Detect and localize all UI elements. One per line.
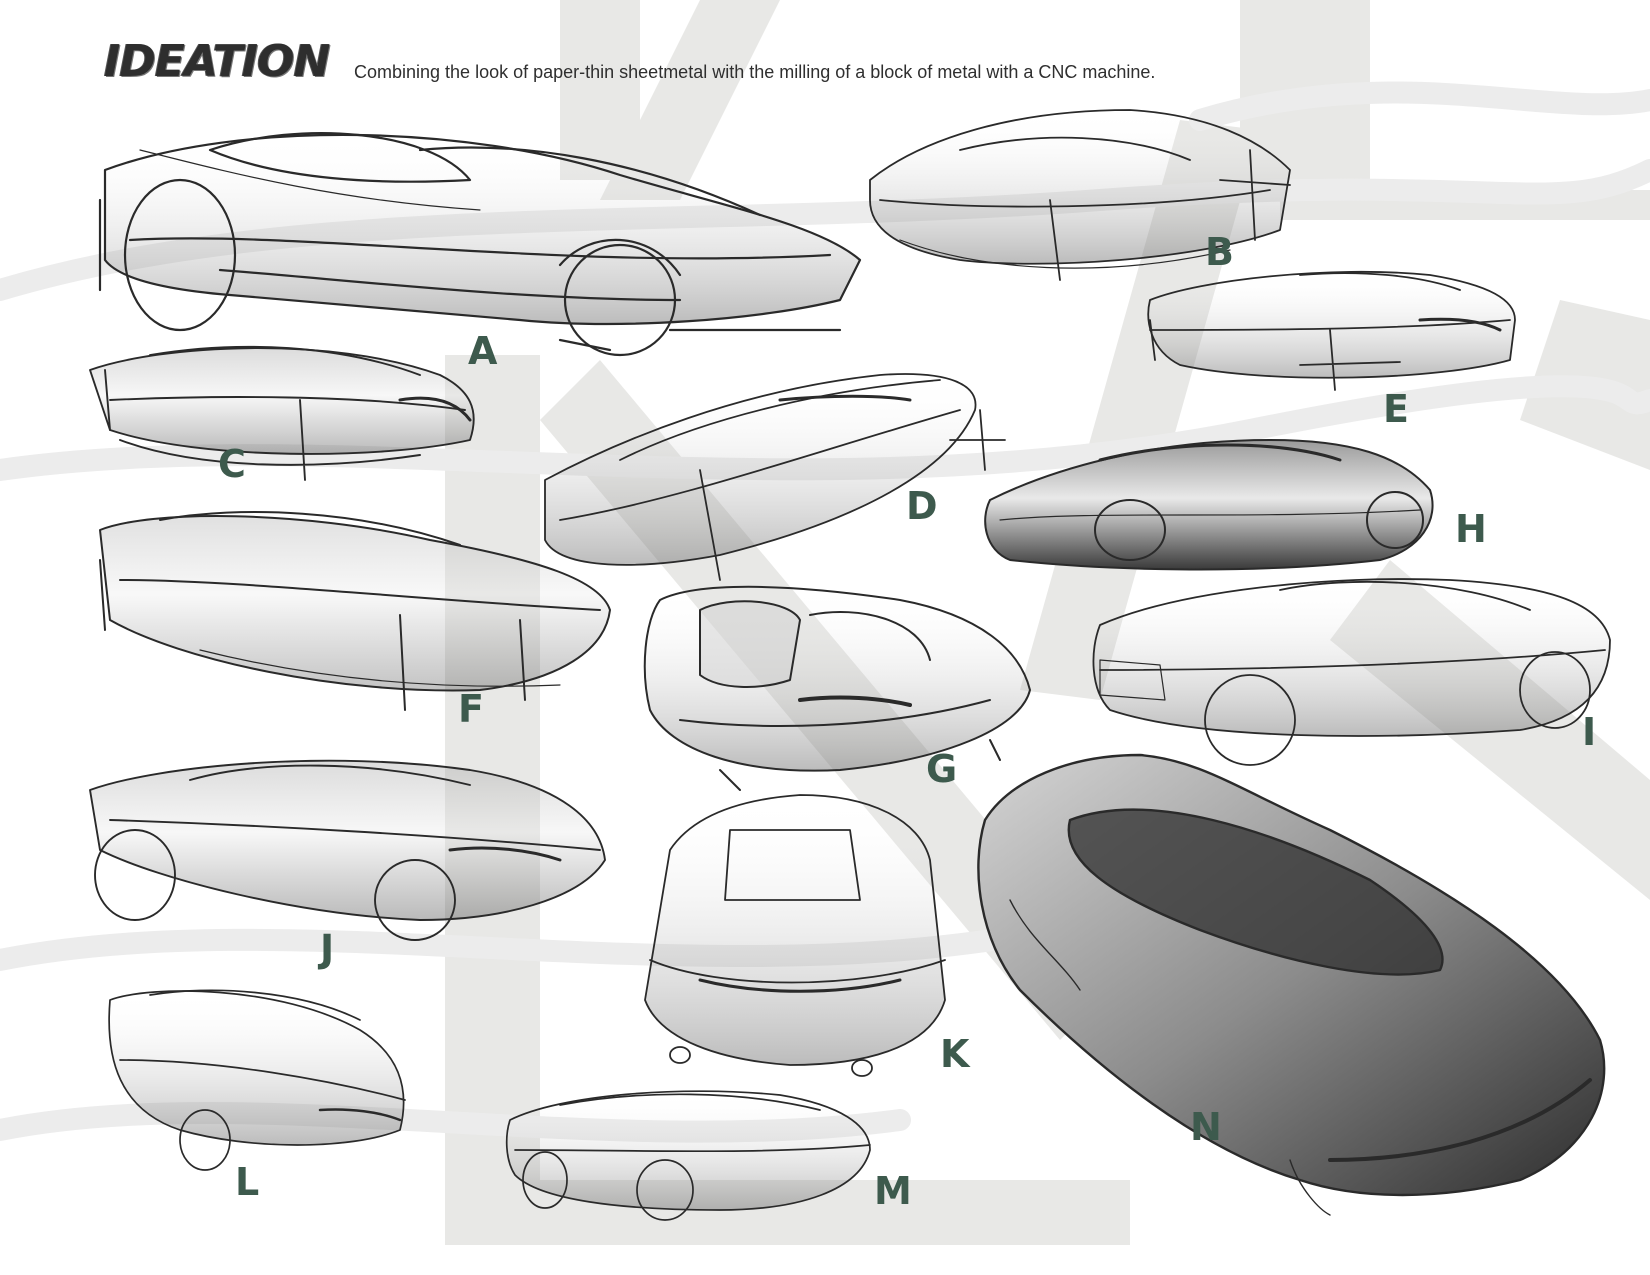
sketch-label-f: F (458, 687, 484, 731)
sketch-f (99, 511, 611, 711)
sketch-d (544, 373, 1006, 581)
sketch-l (108, 989, 406, 1171)
sketch-label-e: E (1383, 387, 1409, 431)
sketch-e (1147, 270, 1516, 391)
sketch-label-g: G (926, 747, 958, 791)
sketch-n (977, 753, 1606, 1216)
sketch-b (869, 109, 1291, 281)
sketch-j (89, 759, 606, 941)
sketch-label-b: B (1205, 230, 1234, 274)
sketch-m (505, 1090, 871, 1221)
sketch-a (98, 132, 862, 357)
sketch-label-j: J (320, 927, 335, 971)
sketch-label-c: C (218, 442, 246, 486)
sketch-k (644, 794, 946, 1077)
sketch-label-m: M (874, 1169, 912, 1213)
sketch-label-k: K (940, 1032, 970, 1076)
sketch-label-d: D (906, 484, 938, 528)
sketch-label-i: I (1582, 710, 1597, 754)
sketch-label-a: A (468, 329, 498, 373)
sketch-label-h: H (1455, 507, 1487, 551)
page-title: IDEATION (104, 36, 330, 87)
sketch-c (89, 345, 475, 481)
sketch-h (984, 439, 1434, 571)
page-subtitle: Combining the look of paper-thin sheetme… (354, 62, 1156, 82)
sketch-i (1092, 578, 1611, 766)
sketch-label-l: L (235, 1160, 260, 1204)
sketch-g (643, 585, 1031, 791)
sketch-label-n: N (1190, 1105, 1222, 1149)
